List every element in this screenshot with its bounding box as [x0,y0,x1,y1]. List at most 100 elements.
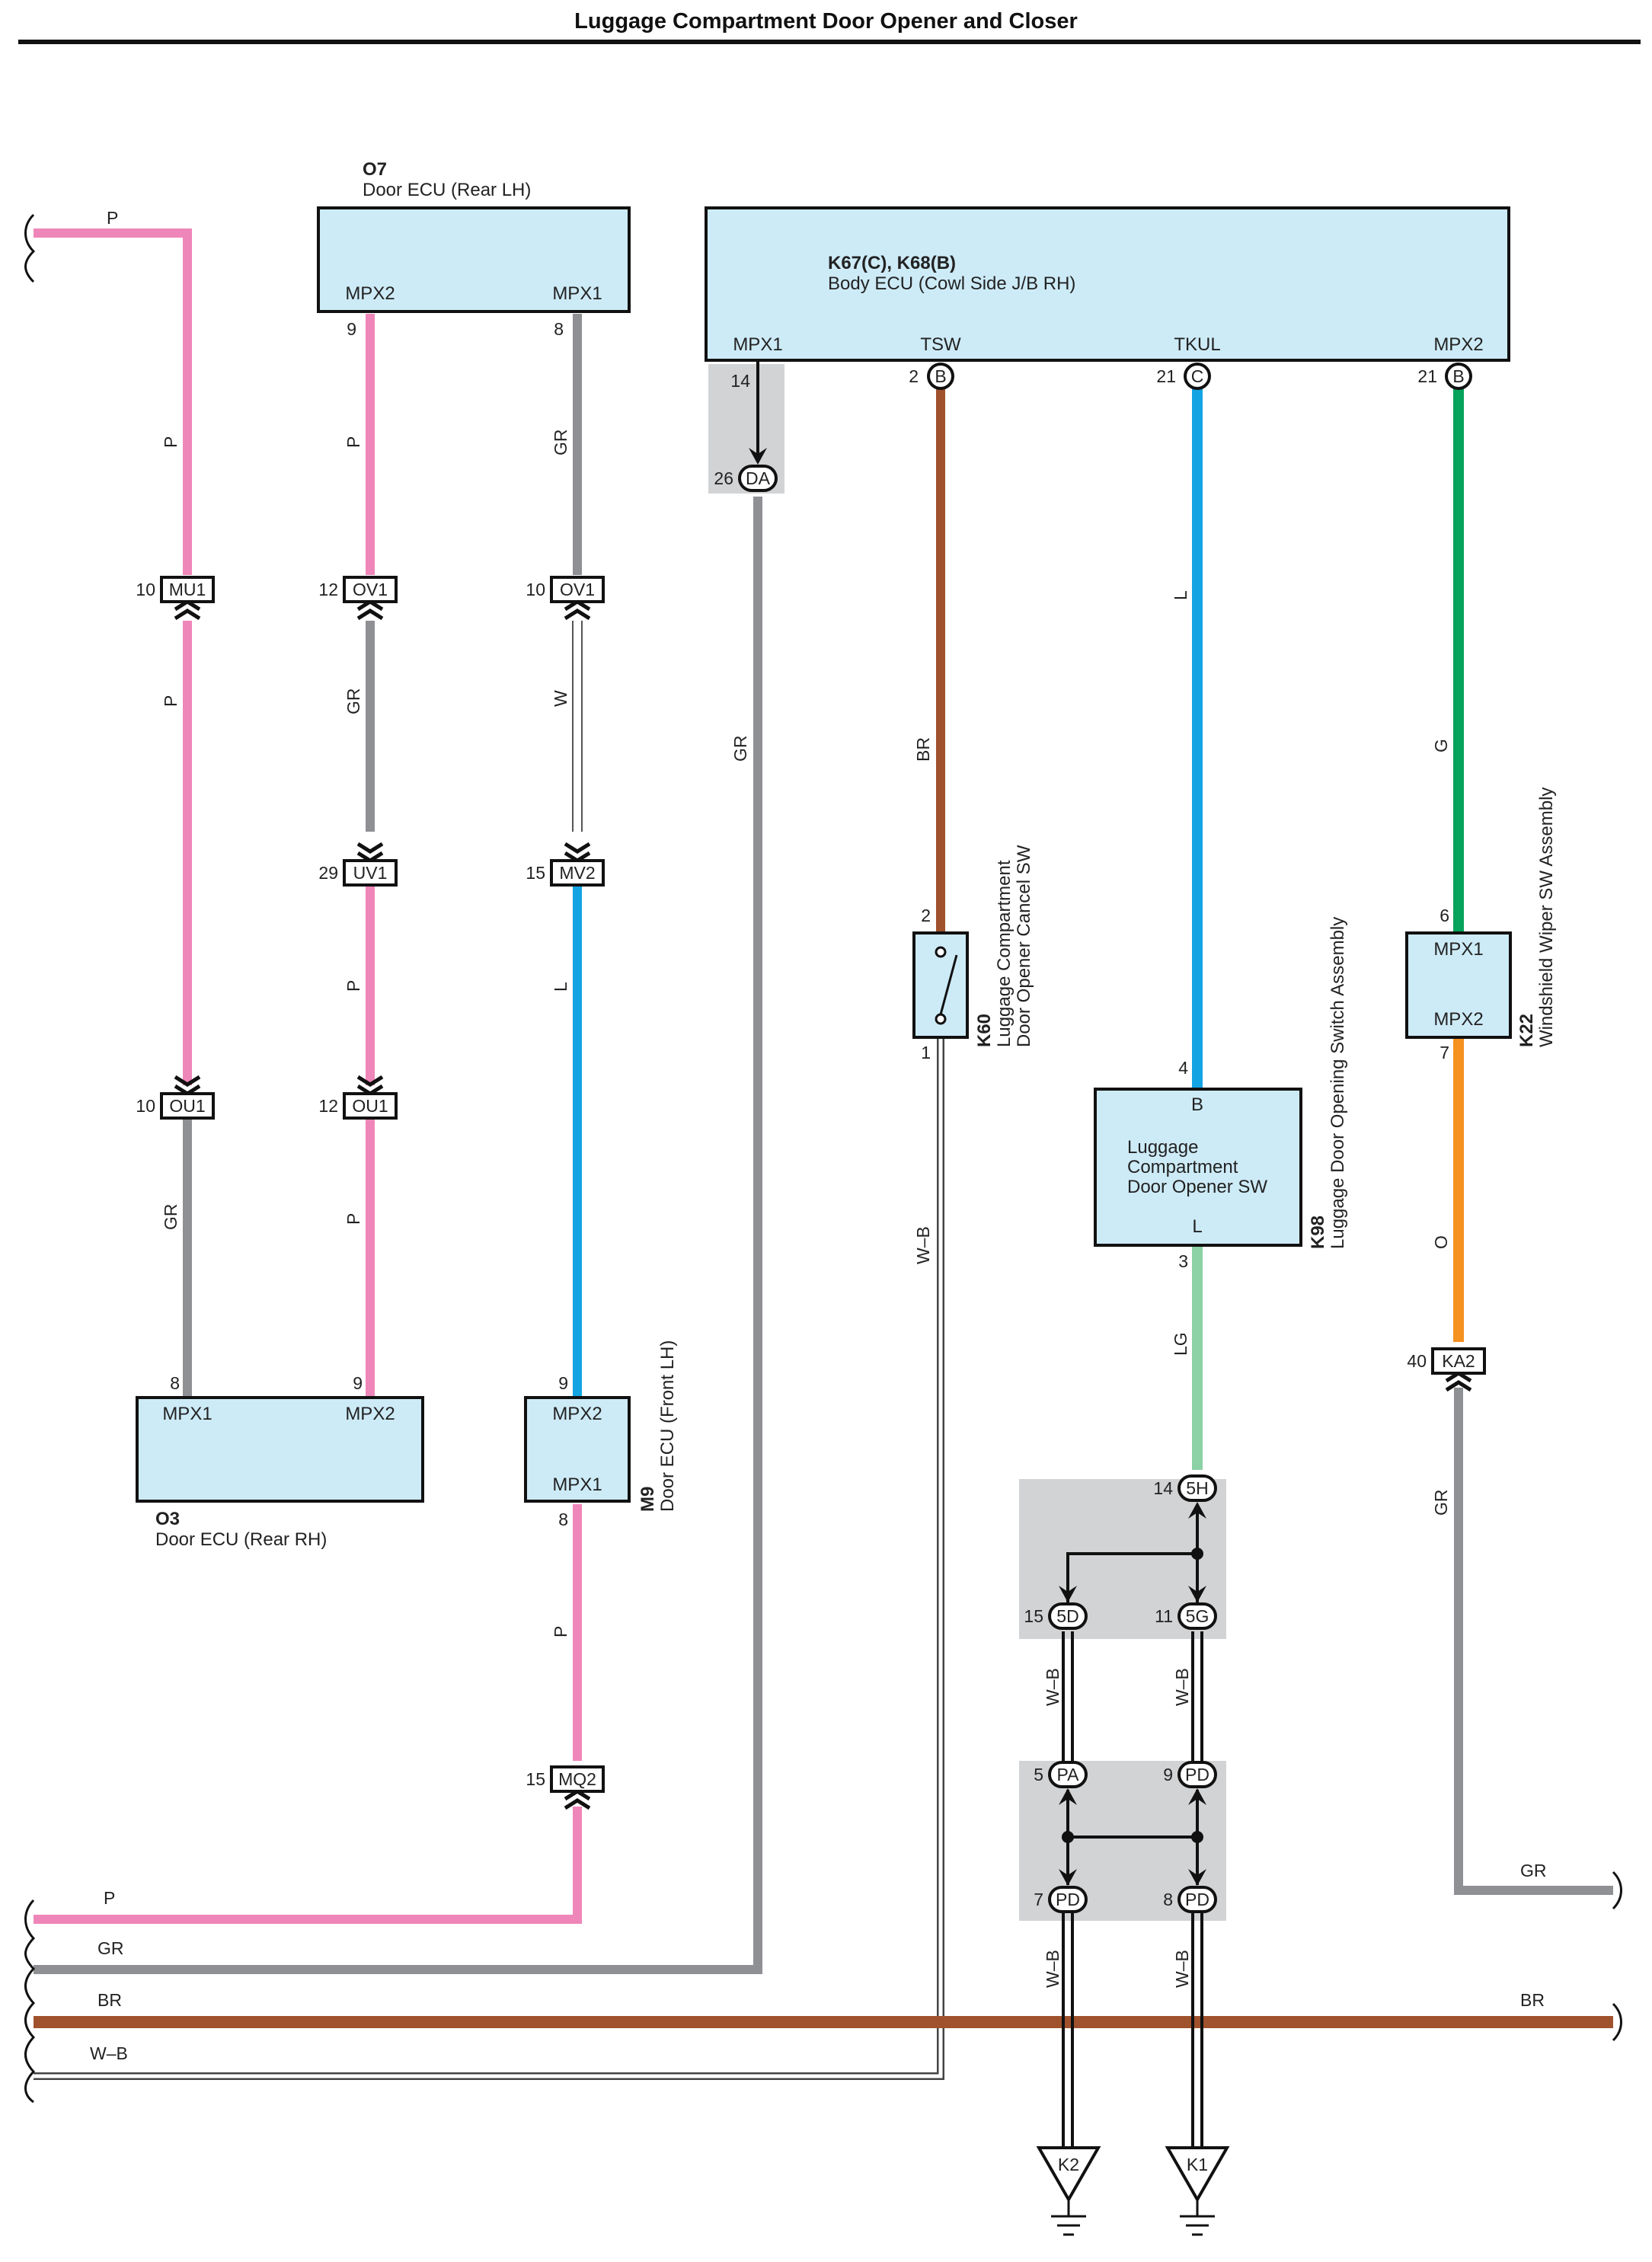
k98-name: Luggage Door Opening Switch Assembly [1328,917,1348,1249]
title-rule [18,40,1641,44]
body-ecu-pin-mpx1: MPX1 [733,334,782,355]
splice-p-dot-2 [1191,1831,1203,1843]
wire-wb-5d-pa [1062,1631,1074,1761]
splice-pin: 14 [1153,1478,1173,1498]
connector-code: MU1 [169,580,206,599]
k98-num-4: 4 [1178,1058,1188,1078]
wire-w-ov1-mv2 [572,621,583,832]
wl-gr-bottom: GR [97,1938,124,1958]
k60-contact-top [935,946,947,958]
wl-wb-bottom: W–B [90,2043,128,2063]
k22-pin-mpx2: MPX2 [1433,1009,1483,1030]
connector-pin: 10 [526,580,545,599]
o3-box [136,1396,424,1503]
k98-pin-l: L [1192,1216,1202,1237]
connector-pin: 29 [318,863,338,883]
diagram-title: Luggage Compartment Door Opener and Clos… [574,9,1078,34]
splice-code: PD [1185,1890,1209,1909]
connector-code: OV1 [353,580,388,599]
ground-k2: K2 [1036,2146,1101,2236]
wl-wb-1: W–B [913,1226,933,1264]
o3-num-9: 9 [353,1373,363,1393]
k60-switch-lever [939,954,958,1015]
connector-pin: 12 [318,1096,338,1116]
k98-line1: Luggage [1127,1137,1198,1158]
splice-pin: 8 [1163,1890,1173,1909]
wire-wb-5g-pd [1191,1631,1203,1761]
k22-name: Windshield Wiper SW Assembly [1536,788,1557,1047]
wl-p-top: P [107,208,118,228]
body-ecu-num-2: 2 [909,366,919,386]
conn-circle-b-tsw [927,363,954,390]
body-ecu-num-21b: 21 [1417,366,1437,386]
o3-pin-mpx1: MPX1 [162,1404,212,1424]
connector-pin: 15 [526,1769,545,1789]
wl-p-5: P [344,1213,363,1225]
wl-g: G [1431,739,1451,752]
splice-p-dot-1 [1062,1831,1074,1843]
o7-num-8: 8 [554,319,564,339]
k60-line1: Luggage Compartment [994,860,1015,1047]
m9-code: M9 [637,1487,658,1512]
m9-num-9: 9 [558,1373,568,1393]
o3-num-8: 8 [170,1373,180,1393]
connector-pin: 10 [136,1096,155,1116]
wire-p-bottom [34,1807,582,1924]
o7-code: O7 [363,159,387,180]
m9-name: Door ECU (Front LH) [657,1340,678,1512]
connector-code: MV2 [559,863,595,883]
body-ecu-name: Body ECU (Cowl Side J/B RH) [828,273,1075,294]
wl-l-1: L [551,982,570,992]
wire-wb-pd-k1 [1191,1913,1203,2148]
splice-connector-pd-16: PD 8 [1163,1869,1217,1913]
connector-pin: 12 [318,580,338,599]
connector-code: OU1 [352,1096,388,1116]
k22-num-7: 7 [1440,1043,1449,1062]
splice-code: 5D [1056,1606,1078,1626]
conn-circle-c-tkul [1184,363,1211,390]
splice-code: PD [1056,1890,1080,1909]
splice-pin: 11 [1155,1606,1173,1626]
k98-code: K98 [1308,1216,1328,1249]
body-ecu-num-14: 14 [730,371,750,391]
wl-gr-3: GR [551,430,570,456]
wl-gr-1: GR [161,1204,181,1231]
break-p-top [24,213,36,283]
k22-box [1405,931,1512,1039]
o3-pin-mpx2: MPX2 [345,1404,395,1424]
wl-gr-2: GR [344,689,363,715]
wl-br-right: BR [1520,1990,1545,2010]
wire-gr-ka2-right [1454,1388,1613,1895]
wl-p-2: P [161,695,181,707]
break-left-bottom [24,1899,36,2104]
wl-gr-5: GR [1431,1490,1451,1516]
conn-b-mpx2: B [1452,366,1464,386]
splice-code: PA [1057,1765,1080,1784]
wl-p-4: P [344,980,363,992]
splice-code: DA [746,468,771,488]
k22-num-6: 6 [1440,906,1449,925]
k60-num-2: 2 [921,906,931,925]
wl-p-1: P [161,436,181,448]
conn-b-tsw: B [935,366,946,386]
wl-p-3: P [344,436,363,448]
connector-code: MQ2 [558,1769,596,1789]
ground-k1-label: K1 [1187,2155,1208,2174]
wire-gr-da-bottom [34,497,762,1974]
k60-code: K60 [974,1014,995,1047]
connector-mq2-7: MQ2 15 [526,1765,605,1810]
k98-line3: Door Opener SW [1127,1177,1267,1197]
k98-pin-b: B [1191,1094,1203,1115]
wl-p-bottom: P [104,1888,115,1908]
wl-wb-2: W–B [1043,1668,1062,1706]
wl-w: W [551,690,570,707]
o3-code: O3 [155,1509,180,1529]
